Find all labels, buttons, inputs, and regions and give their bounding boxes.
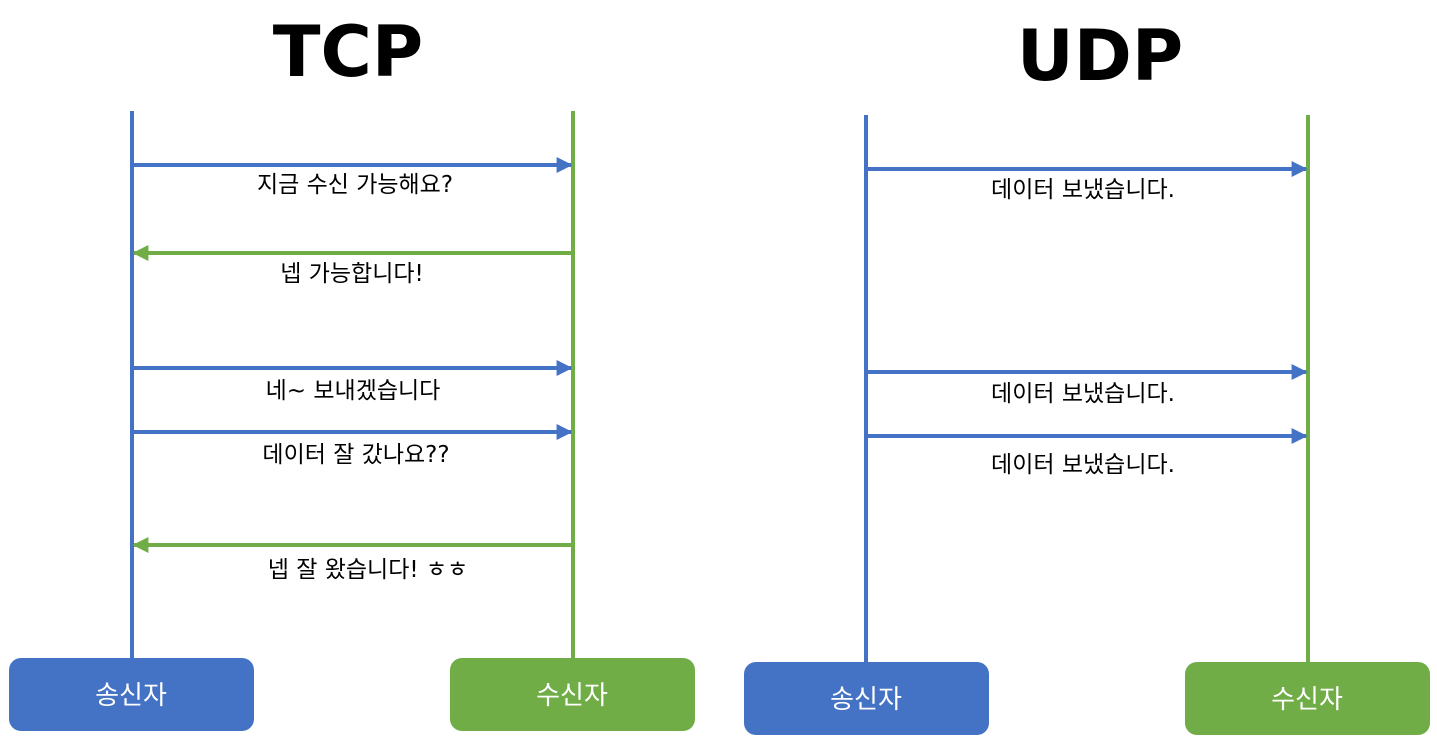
tcp-section: TCP 지금 수신 가능해요? 넵 가능합니다! 네~ 보내겠습니다 데이터 잘… <box>9 11 695 731</box>
tcp-message-label-1: 지금 수신 가능해요? <box>257 172 453 198</box>
tcp-title: TCP <box>273 11 423 93</box>
tcp-message-label-2: 넵 가능합니다! <box>280 261 424 287</box>
tcp-sender-label: 송신자 <box>95 681 167 711</box>
udp-receiver-box: 수신자 <box>1185 662 1430 735</box>
tcp-receiver-label: 수신자 <box>536 681 608 711</box>
tcp-receiver-box: 수신자 <box>450 658 695 731</box>
udp-title: UDP <box>1017 15 1183 97</box>
tcp-message-label-4: 데이터 잘 갔나요?? <box>262 442 449 468</box>
tcp-message-label-3: 네~ 보내겠습니다 <box>266 378 441 404</box>
udp-message-label-3: 데이터 보냈습니다. <box>991 452 1175 478</box>
udp-message-label-1: 데이터 보냈습니다. <box>991 177 1175 203</box>
udp-sender-box: 송신자 <box>744 662 989 735</box>
tcp-message-label-5: 넵 잘 왔습니다! ㅎㅎ <box>268 557 468 583</box>
udp-receiver-label: 수신자 <box>1271 685 1343 715</box>
udp-sender-label: 송신자 <box>830 685 902 715</box>
udp-section: UDP 데이터 보냈습니다. 데이터 보냈습니다. 데이터 보냈습니다. 송신자… <box>744 15 1430 735</box>
udp-message-label-2: 데이터 보냈습니다. <box>991 381 1175 407</box>
tcp-sender-box: 송신자 <box>9 658 254 731</box>
